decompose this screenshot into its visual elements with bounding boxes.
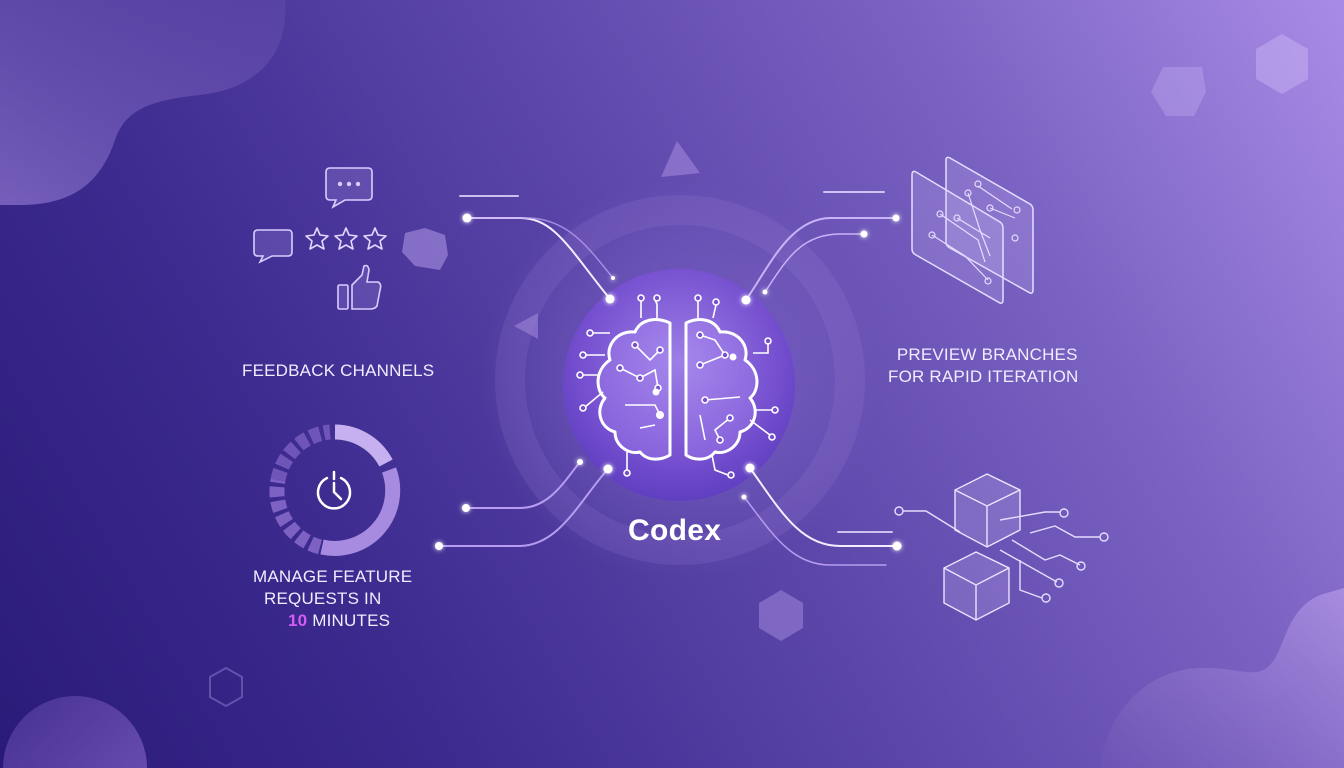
hexagon-mid xyxy=(759,590,803,641)
manage-label-line1: MANAGE FEATURE xyxy=(253,567,413,586)
triangle-top xyxy=(661,141,700,177)
chat-bubble-dots-icon xyxy=(325,167,373,209)
hexagon-outline-bottom-left xyxy=(209,666,243,708)
chat-bubble-icon xyxy=(253,229,293,264)
blob-bottom-left xyxy=(3,696,147,768)
manage-label-line2: REQUESTS IN xyxy=(264,589,382,608)
thumbs-up-icon xyxy=(337,264,382,310)
feedback-channels-label: FEEDBACK CHANNELS xyxy=(242,361,435,380)
preview-branches-label: PREVIEW BRANCHES FOR RAPID ITERATION xyxy=(888,344,1079,388)
hexagon-top-right xyxy=(1256,34,1308,94)
preview-label-line1: PREVIEW BRANCHES xyxy=(896,345,1078,364)
manage-highlight-number: 10 xyxy=(288,611,308,630)
manage-requests-label: MANAGE FEATURE REQUESTS IN 10 MINUTES xyxy=(253,566,412,632)
star-icons xyxy=(305,227,387,250)
crumpled-shape xyxy=(402,228,448,270)
hexagon-top-right-small xyxy=(1151,67,1206,116)
blob-top-left xyxy=(0,0,286,205)
manage-label-line3: 10 MINUTES xyxy=(288,610,412,632)
codex-title: Codex xyxy=(628,514,722,547)
preview-label-line2: FOR RAPID ITERATION xyxy=(888,367,1079,386)
manage-label-minutes: MINUTES xyxy=(312,611,391,630)
blob-bottom-right xyxy=(1100,588,1344,768)
